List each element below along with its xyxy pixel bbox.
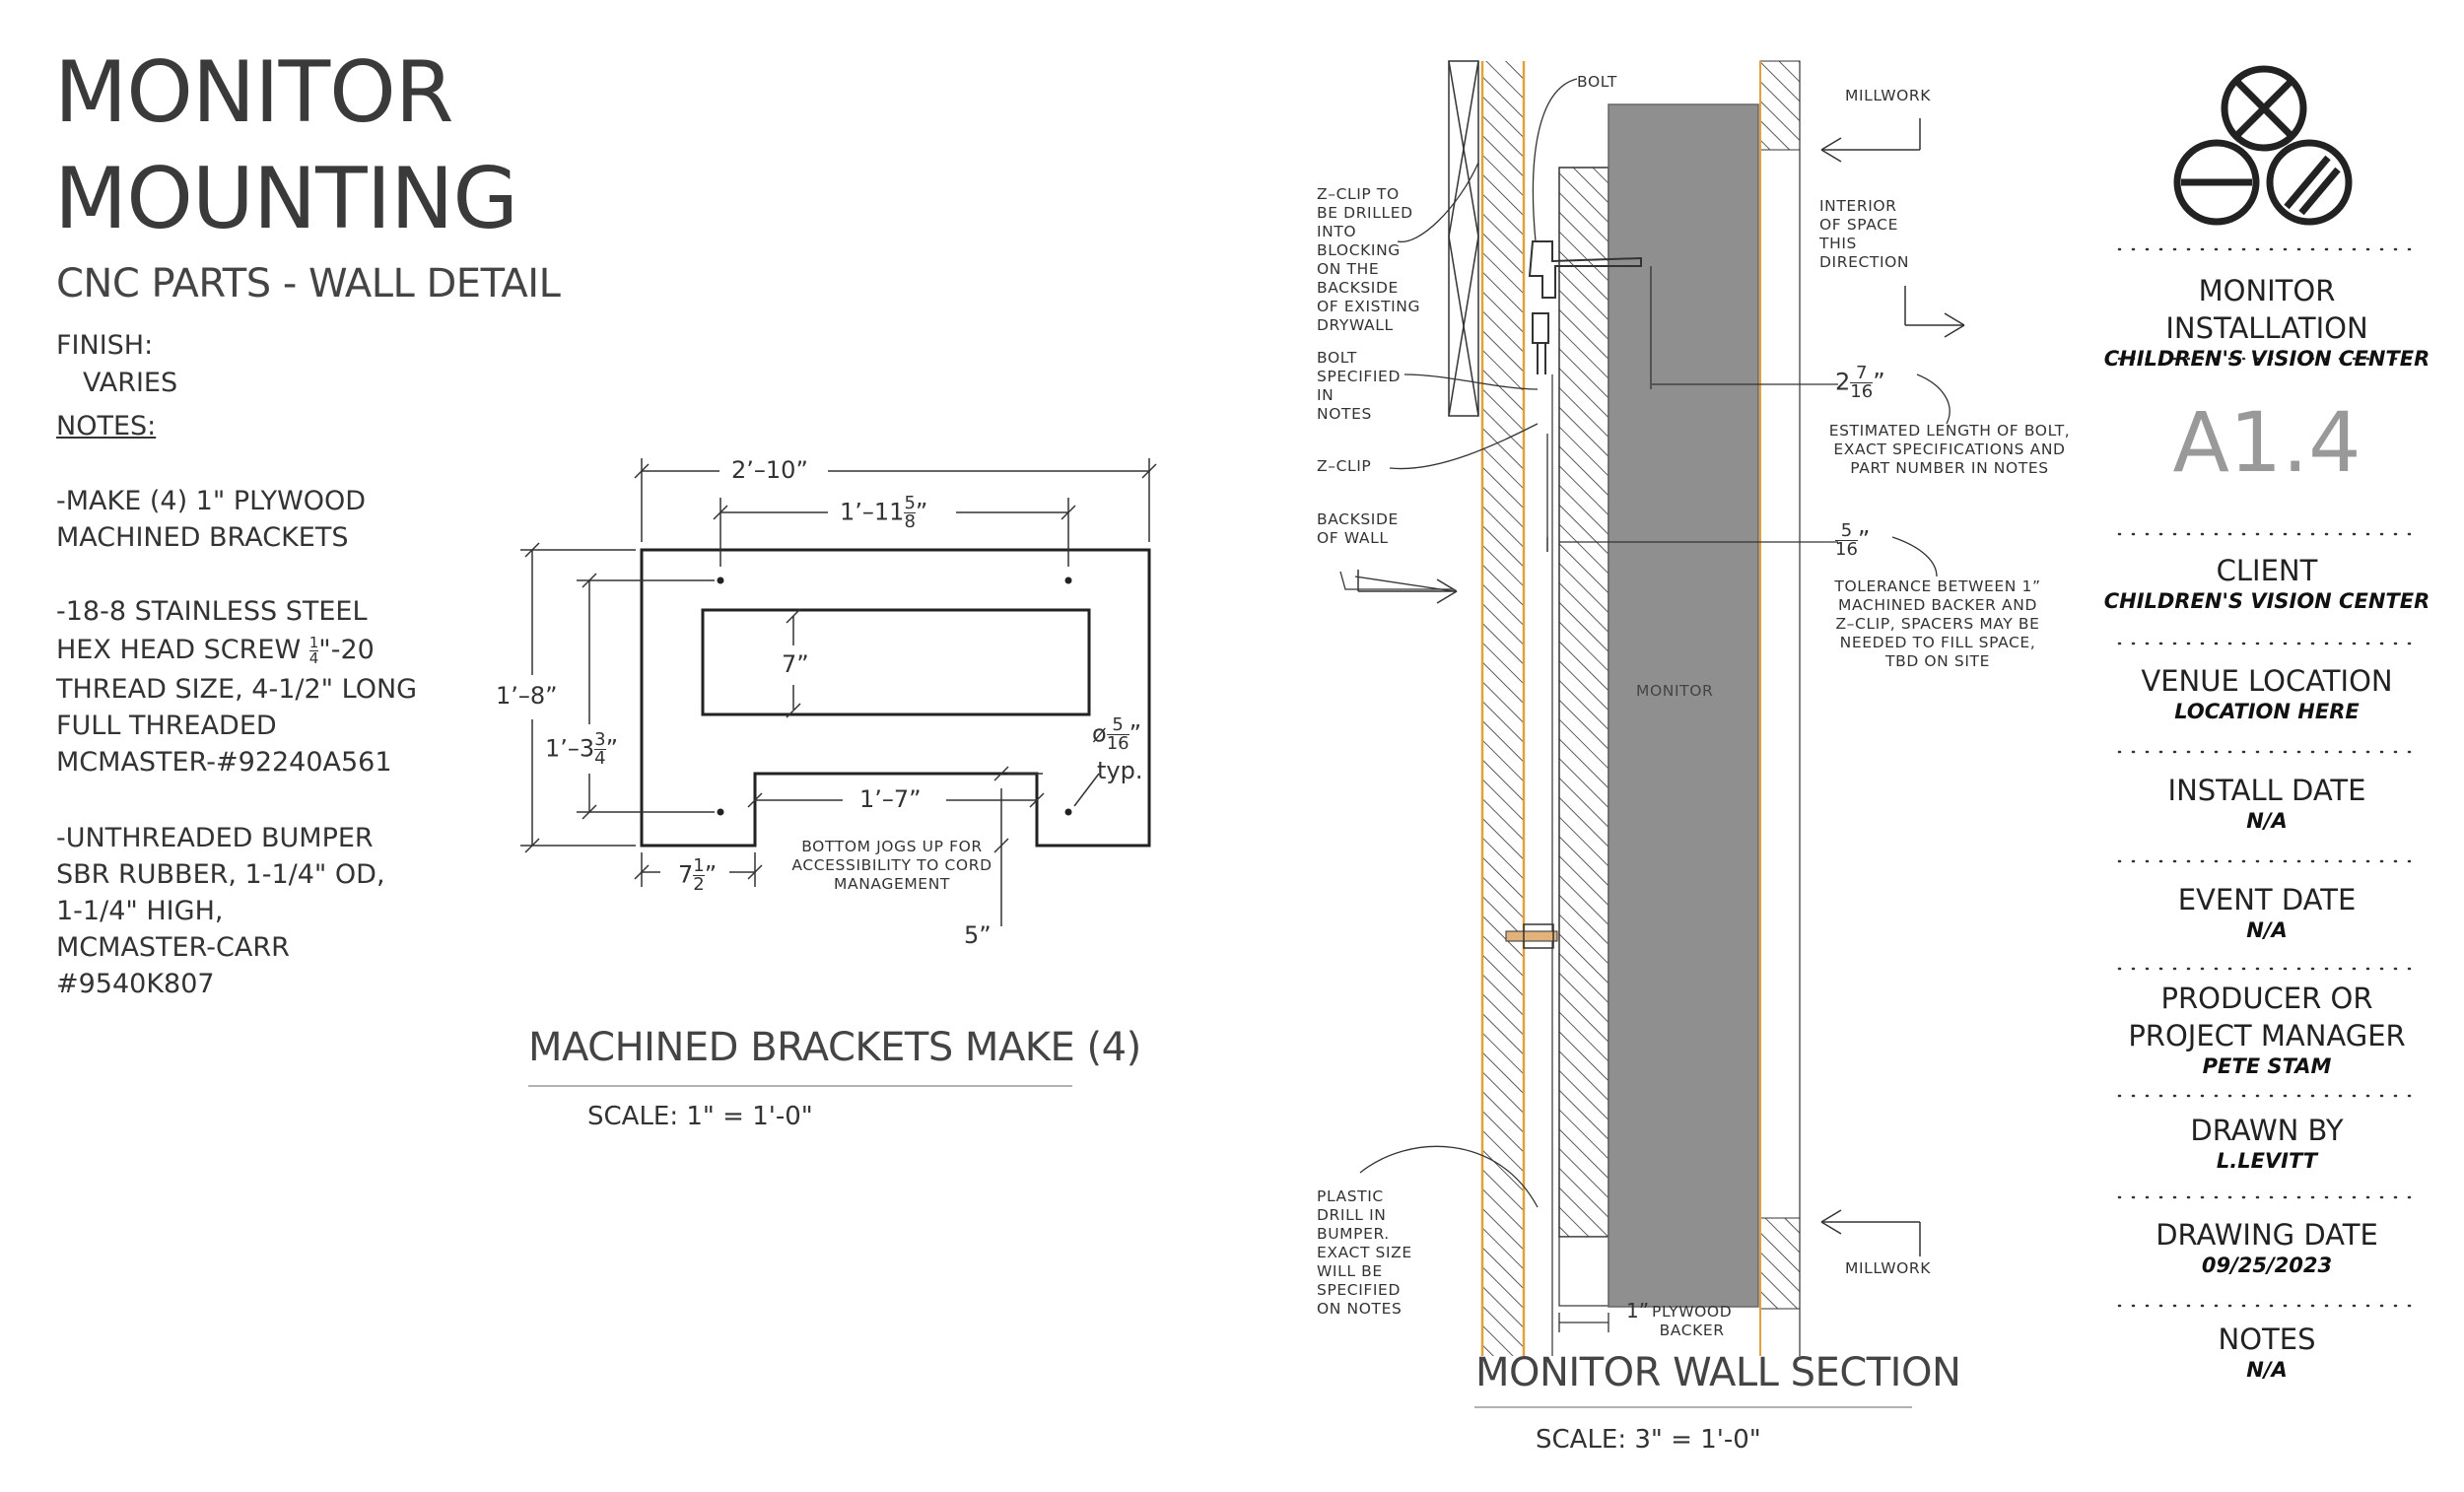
plywood-backer-end: [1558, 1236, 1609, 1307]
note-screw-spec: THREAD SIZE, 4-1/2" LONG FULL THREADED M…: [56, 674, 418, 778]
bracket-holes: [717, 576, 1072, 816]
section-drawing-title: MONITOR WALL SECTION: [1475, 1350, 1961, 1395]
project-client: CHILDREN'S VISION CENTER: [2103, 347, 2430, 371]
dim-hole-diameter-typ: typ.: [1097, 757, 1143, 784]
sheet-subtitle: CNC PARTS - WALL DETAIL: [56, 261, 561, 306]
millwork-bottom-label: MILLWORK: [1845, 1259, 1932, 1277]
drawing-date-value: 09/25/2023: [2201, 1254, 2333, 1277]
bracket-scale: SCALE: 1" = 1'-0": [587, 1102, 813, 1131]
finish-value: VARIES: [83, 368, 178, 398]
bolt-label: BOLT: [1577, 73, 1617, 91]
backer-label: PLYWOOD BACKER: [1652, 1303, 1733, 1339]
producer-value: PETE STAM: [2202, 1054, 2332, 1078]
section-leaders: [1339, 78, 1951, 1208]
notes-label: NOTES:: [56, 411, 157, 441]
dim-cutout: 7”: [782, 650, 809, 678]
event-date-label: EVENT DATE: [2177, 883, 2357, 916]
titleblock-producer: PRODUCER OR PROJECT MANAGER PETE STAM: [2099, 980, 2434, 1078]
venue-label: VENUE LOCATION: [2141, 664, 2393, 698]
monitor-body: [1608, 103, 1759, 1308]
finish-label: FINISH:: [56, 330, 154, 361]
dim-jog-height: 5”: [964, 921, 992, 949]
plywood-backer: [1558, 167, 1609, 1238]
install-date-label: INSTALL DATE: [2167, 774, 2366, 807]
dim-jog-width: 1’–7”: [859, 785, 922, 813]
titleblock-project: MONITOR INSTALLATION CHILDREN'S VISION C…: [2099, 272, 2434, 371]
note-bumper: -UNTHREADED BUMPER SBR RUBBER, 1-1/4" OD…: [56, 823, 385, 999]
bolt-spec-note: BOLT SPECIFIED IN NOTES: [1317, 349, 1401, 423]
titleblock-client: CLIENT CHILDREN'S VISION CENTER: [2099, 552, 2434, 613]
section-scale: SCALE: 3" = 1'-0": [1536, 1425, 1761, 1455]
drywall-hatch: [1482, 61, 1524, 1356]
backer-dimension: 1”: [1626, 1299, 1650, 1322]
wood-blocking: [1448, 60, 1479, 417]
backside-note: BACKSIDE OF WALL: [1317, 510, 1399, 547]
bracket-drawing-title: MACHINED BRACKETS MAKE (4): [528, 1025, 1141, 1070]
millwork-top: [1759, 60, 1801, 151]
titleblock-notes: NOTES N/A: [2099, 1321, 2434, 1382]
company-logo: [2173, 65, 2353, 226]
bracket-dimension-lines: [520, 458, 1157, 926]
interior-direction-note: INTERIOR OF SPACE THIS DIRECTION: [1819, 197, 1910, 271]
zclip-drill-note: Z–CLIP TO BE DRILLED INTO BLOCKING ON TH…: [1317, 185, 1421, 334]
tolerance-note: TOLERANCE BETWEEN 1” MACHINED BACKER AND…: [1834, 577, 2041, 670]
drawn-by-value: L.LEVITT: [2216, 1149, 2318, 1173]
titleblock-event-date: EVENT DATE N/A: [2099, 881, 2434, 942]
sheet-title-line2: MOUNTING: [54, 150, 518, 248]
sheet-number: A1.4: [2172, 394, 2361, 491]
drawing-date-label: DRAWING DATE: [2156, 1218, 2378, 1252]
client-label: CLIENT: [2216, 554, 2318, 587]
titleblock-notes-label: NOTES: [2218, 1322, 2316, 1356]
bumper: [1505, 923, 1558, 949]
titleblock-venue: VENUE LOCATION LOCATION HERE: [2099, 662, 2434, 723]
monitor-label: MONITOR: [1636, 682, 1714, 700]
note-screw-line1: -18-8 STAINLESS STEEL: [56, 596, 368, 627]
project-title: MONITOR INSTALLATION: [2165, 274, 2368, 345]
titleblock-install-date: INSTALL DATE N/A: [2099, 772, 2434, 833]
millwork-bottom: [1759, 1217, 1801, 1310]
producer-label: PRODUCER OR PROJECT MANAGER: [2128, 982, 2406, 1052]
plastic-bumper-note: PLASTIC DRILL IN BUMPER. EXACT SIZE WILL…: [1317, 1187, 1412, 1318]
titleblock-notes-value: N/A: [2246, 1358, 2288, 1382]
zclip-label: Z–CLIP: [1317, 457, 1372, 475]
bolt-length-note: ESTIMATED LENGTH OF BOLT, EXACT SPECIFIC…: [1828, 422, 2071, 477]
sheet-title-line1: MONITOR: [54, 43, 454, 142]
event-date-value: N/A: [2246, 918, 2288, 942]
zclip-assembly: [1528, 240, 1642, 374]
venue-value: LOCATION HERE: [2174, 700, 2360, 723]
millwork-top-label: MILLWORK: [1845, 87, 1932, 104]
titleblock-drawing-date: DRAWING DATE 09/25/2023: [2099, 1216, 2434, 1277]
client-value: CHILDREN'S VISION CENTER: [2103, 589, 2430, 613]
direction-arrows: [1357, 118, 1965, 1256]
note-plywood-brackets: -MAKE (4) 1" PLYWOOD MACHINED BRACKETS: [56, 486, 367, 553]
install-date-value: N/A: [2246, 809, 2288, 833]
jog-note: BOTTOM JOGS UP FOR ACCESSIBILITY TO CORD…: [791, 838, 992, 893]
dim-overall-width: 2’–10”: [731, 456, 808, 484]
dim-height: 1’–8”: [496, 682, 558, 710]
drawn-by-label: DRAWN BY: [2190, 1114, 2344, 1147]
titleblock-drawn-by: DRAWN BY L.LEVITT: [2099, 1112, 2434, 1173]
